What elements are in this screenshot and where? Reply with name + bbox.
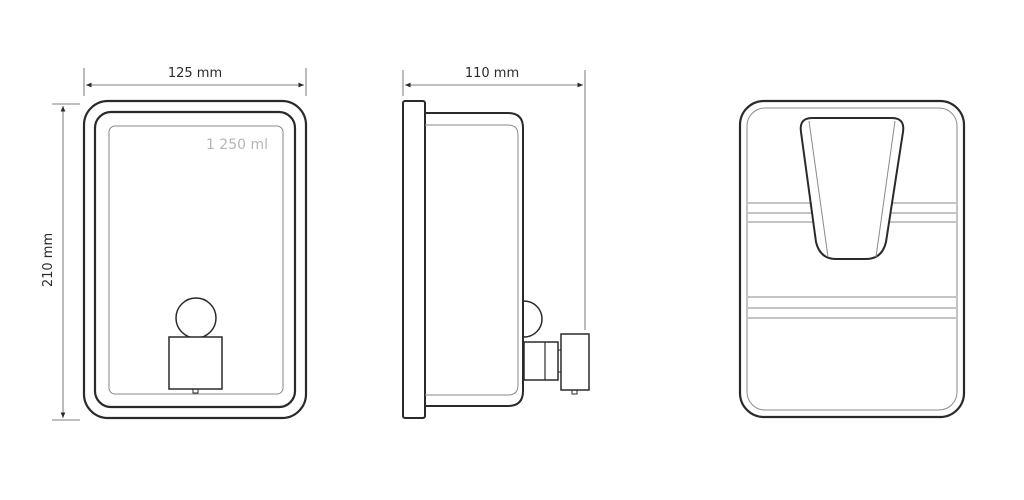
hanging-bracket xyxy=(799,117,905,260)
width-label: 125 mm xyxy=(168,66,222,81)
depth-label: 110 mm xyxy=(465,66,519,81)
back-plate xyxy=(402,100,426,419)
back-outer xyxy=(738,99,966,419)
capacity-label: 1 250 ml xyxy=(206,137,268,153)
window xyxy=(108,125,284,395)
back-view xyxy=(738,99,966,419)
button-profile xyxy=(523,300,543,338)
nozzle xyxy=(192,388,199,394)
width-dimension xyxy=(83,68,307,96)
side-view: 110 mm xyxy=(402,66,590,419)
outer-frame xyxy=(82,99,308,420)
height-label: 210 mm xyxy=(41,233,56,287)
back-inner xyxy=(746,107,958,411)
body-inner-line xyxy=(425,124,519,396)
front-view: 125 mm 210 mm 1 250 ml xyxy=(41,66,308,421)
push-button xyxy=(175,297,217,339)
pump-housing xyxy=(168,336,223,390)
pump-knob xyxy=(560,333,590,391)
depth-dimension xyxy=(402,70,586,330)
pump-cylinder xyxy=(523,341,559,381)
height-dimension xyxy=(52,103,80,421)
nozzle xyxy=(571,389,578,395)
inner-frame xyxy=(93,110,297,409)
body-outline xyxy=(425,112,524,407)
